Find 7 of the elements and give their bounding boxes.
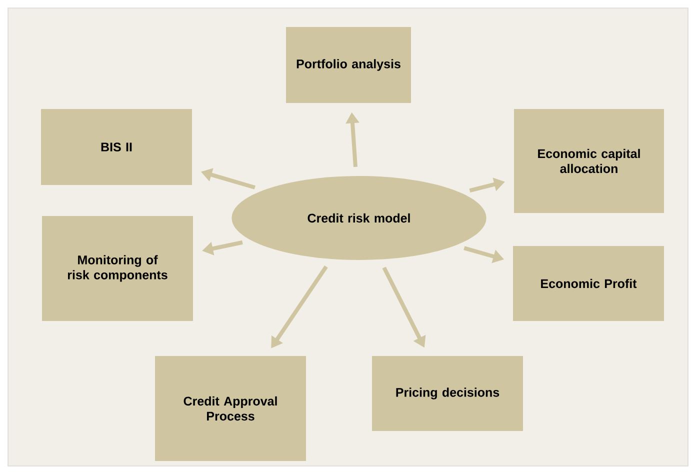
- topic-box: Credit Approval Process: [155, 356, 306, 461]
- topic-box: Pricing decisions: [372, 356, 523, 431]
- topic-box: Portfolio analysis: [286, 27, 411, 103]
- topic-box: Economic capital allocation: [514, 109, 664, 213]
- topic-box: Economic Profit: [513, 246, 664, 321]
- topic-box: Monitoring of risk components: [42, 216, 193, 321]
- topic-box: BIS II: [41, 109, 192, 185]
